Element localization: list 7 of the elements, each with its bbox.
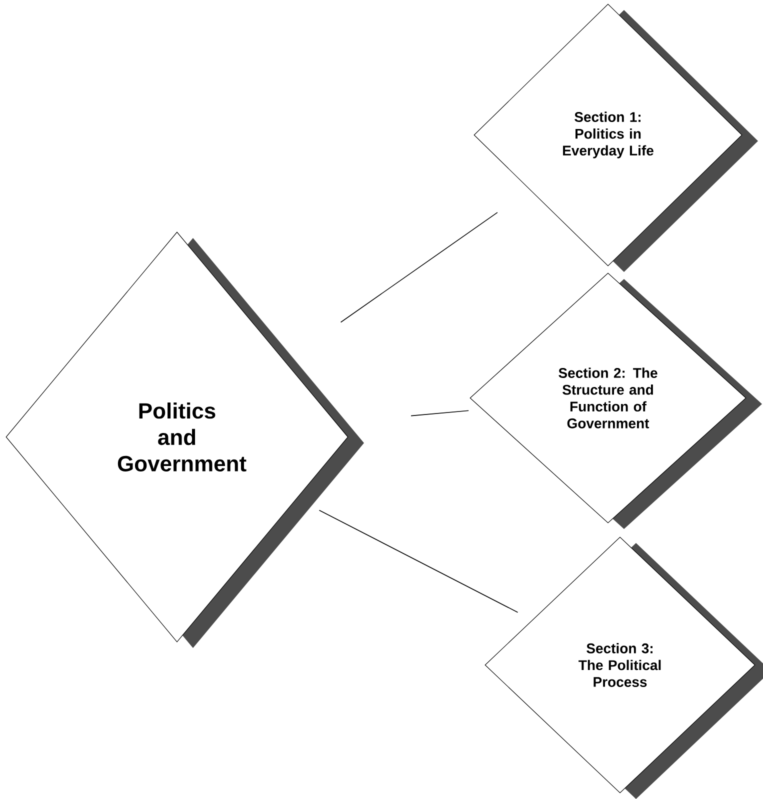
- connector-line: [410, 410, 469, 416]
- diamond-box: Politics and Government: [6, 232, 364, 648]
- connector-line: [318, 510, 518, 613]
- diamond-box: Section 3: The Political Process: [484, 536, 763, 799]
- connector-line: [340, 212, 498, 323]
- diamond-box: Section 2: The Structure and Function of Government: [470, 272, 762, 529]
- diamond-box: Section 1: Politics in Everyday Life: [474, 4, 758, 272]
